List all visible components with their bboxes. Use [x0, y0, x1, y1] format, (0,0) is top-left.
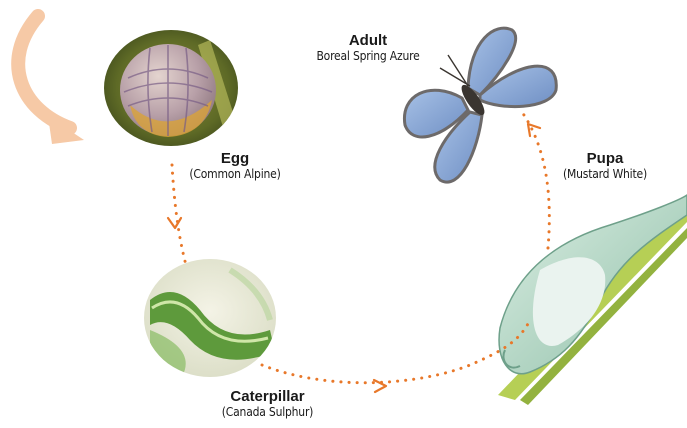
egg-label: Egg (Common Alpine) — [180, 150, 290, 181]
arrowhead-egg-to-caterpillar — [168, 218, 181, 228]
adult-label: Adult Boreal Spring Azure — [298, 32, 438, 63]
egg-stage-name: Egg — [180, 150, 290, 167]
pupa-label: Pupa (Mustard White) — [545, 150, 665, 181]
caterpillar-label: Caterpillar (Canada Sulphur) — [205, 388, 330, 419]
egg-image — [100, 25, 245, 150]
caterpillar-stage-name: Caterpillar — [205, 388, 330, 405]
pupa-stage-name: Pupa — [545, 150, 665, 167]
arrowhead-pupa-to-adult — [528, 124, 540, 136]
intro-arrow — [18, 16, 84, 144]
pupa-species: (Mustard White) — [545, 167, 665, 181]
caterpillar-species: (Canada Sulphur) — [205, 405, 330, 419]
pupa-image — [498, 195, 687, 405]
arrowhead-caterpillar-to-pupa — [374, 380, 386, 392]
egg-species: (Common Alpine) — [180, 167, 290, 181]
adult-species: Boreal Spring Azure — [298, 49, 438, 63]
caterpillar-image — [140, 255, 280, 380]
adult-stage-name: Adult — [298, 32, 438, 49]
